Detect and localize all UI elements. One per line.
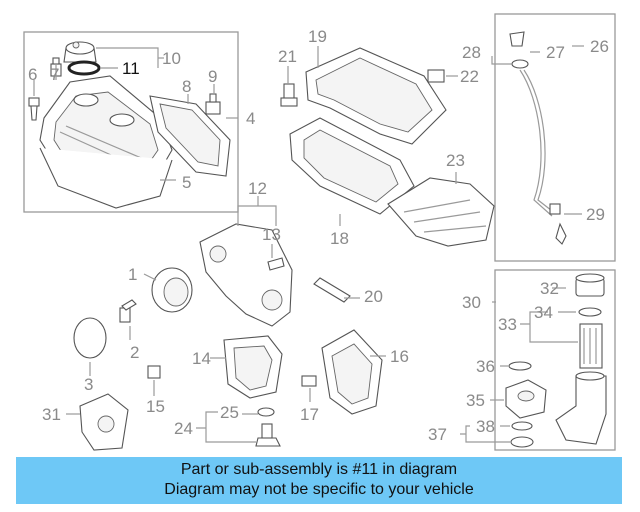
oil-filler-cap-part [63, 41, 97, 63]
bolt-15-part [147, 365, 161, 379]
seals-38-part [510, 421, 534, 448]
cooler-35-part [505, 379, 547, 419]
filter-cap-32-part [575, 273, 605, 297]
callout-7: 7 [50, 65, 59, 84]
callout-24: 24 [174, 419, 193, 438]
bolt-6-part [28, 97, 40, 121]
callout-23: 23 [446, 151, 465, 170]
callout-28: 28 [462, 43, 481, 62]
callout-19: 19 [308, 27, 327, 46]
sensor-9-part [205, 93, 221, 115]
valve-cover-gasket-part [39, 147, 173, 209]
callout-26: 26 [590, 37, 609, 56]
oil-pan-upper-part [305, 47, 447, 145]
oil-filter-group-box [494, 269, 616, 451]
callout-27: 27 [546, 43, 565, 62]
callout-25: 25 [220, 403, 239, 422]
callout-12: 12 [248, 179, 267, 198]
callout-20: 20 [364, 287, 383, 306]
callout-35: 35 [466, 391, 485, 410]
oil-pump-24-part [255, 423, 281, 447]
valve-cover-group-box [23, 31, 239, 213]
timing-cover-lower-14-part [223, 335, 283, 399]
banner-line-2: Diagram may not be specific to your vehi… [164, 481, 474, 498]
gasket-20-part [313, 277, 351, 303]
pulley-1-part [151, 267, 193, 313]
parts-diagram: 1 2 3 4 5 6 7 8 9 10 11 12 13 14 15 16 1… [23, 13, 616, 451]
callout-4: 4 [246, 109, 255, 128]
callout-38: 38 [476, 417, 495, 436]
callout-5: 5 [182, 173, 191, 192]
oring-36-part [508, 361, 532, 371]
callout-16: 16 [390, 347, 409, 366]
callout-9: 9 [208, 67, 217, 86]
dipstick-tube-29-part [549, 203, 567, 245]
callout-17: 17 [300, 405, 319, 424]
oring-34-part [578, 307, 602, 317]
sensor-22-part [427, 69, 445, 83]
seal-3-part [73, 317, 107, 359]
callout-labels: 1 2 3 4 5 6 7 8 9 10 11 12 13 14 15 16 1… [28, 27, 609, 444]
callout-34: 34 [534, 303, 553, 322]
callout-15: 15 [146, 397, 165, 416]
callout-13: 13 [262, 225, 281, 244]
bolt-2-part [119, 299, 137, 323]
filter-element-33-part [579, 323, 603, 369]
bolt-21-part [280, 83, 298, 107]
callout-21: 21 [278, 47, 297, 66]
callout-3: 3 [84, 375, 93, 394]
callout-22: 22 [460, 67, 479, 86]
callout-14: 14 [192, 349, 211, 368]
filter-housing-part [555, 371, 607, 445]
callout-8: 8 [182, 77, 191, 96]
clip-13-part [267, 257, 285, 271]
leader-lines [33, 45, 584, 443]
cover-plate-8-part [149, 95, 231, 177]
callout-18: 18 [330, 229, 349, 248]
baffle-23-part [387, 177, 495, 247]
oil-pump-25-part [257, 407, 275, 417]
dipstick-28-part [509, 31, 557, 217]
callout-37: 37 [428, 425, 447, 444]
bolt-17-part [301, 375, 317, 387]
callout-32: 32 [540, 279, 559, 298]
callout-2: 2 [130, 343, 139, 362]
timing-cover-16-part [321, 329, 383, 415]
callout-1: 1 [128, 265, 137, 284]
callout-29: 29 [586, 205, 605, 224]
callout-36: 36 [476, 357, 495, 376]
callout-6: 6 [28, 65, 37, 84]
bracket-31-part [79, 393, 129, 451]
callout-10: 10 [162, 49, 181, 68]
cap-seal-ring-part [67, 60, 101, 76]
callout-11: 11 [122, 59, 140, 78]
dipstick-group-box [494, 13, 616, 262]
info-banner: Part or sub-assembly is #11 in diagram D… [16, 457, 622, 504]
banner-line-1: Part or sub-assembly is #11 in diagram [180, 461, 458, 478]
callout-31: 31 [42, 405, 61, 424]
callout-33: 33 [498, 315, 517, 334]
timing-cover-12-part [199, 223, 293, 327]
callout-30: 30 [462, 293, 481, 312]
